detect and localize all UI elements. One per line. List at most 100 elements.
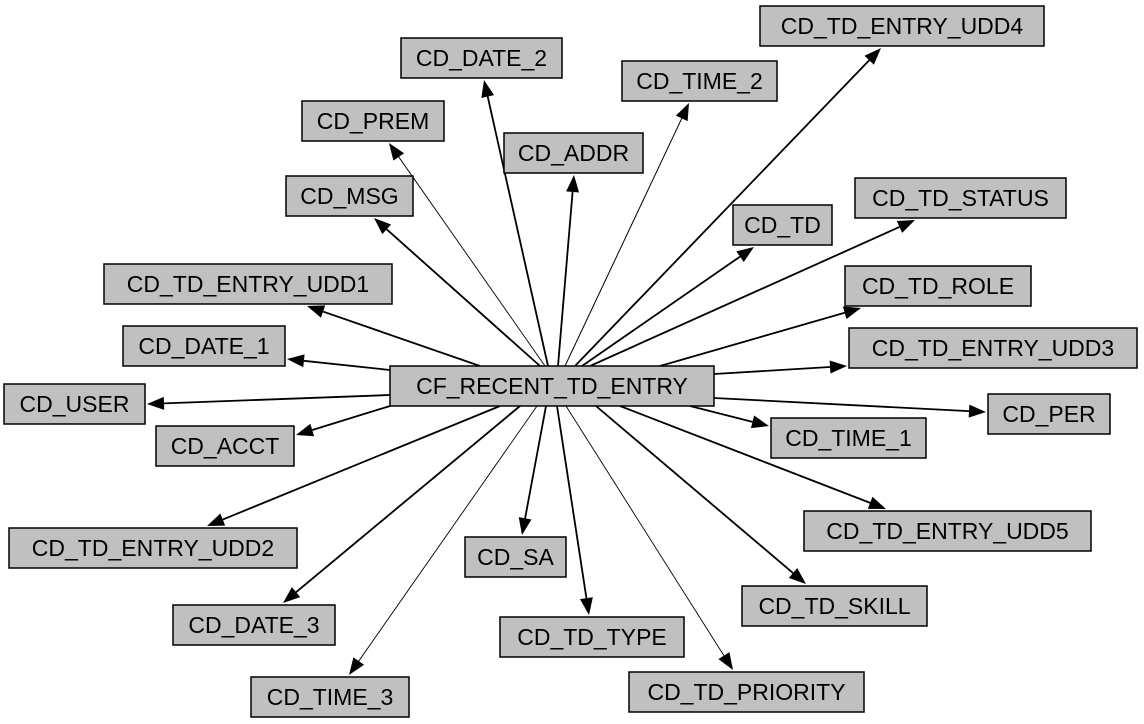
node-label-td-type: CD_TD_TYPE	[517, 624, 667, 650]
node-center[interactable]: CF_RECENT_TD_ENTRY	[389, 365, 715, 407]
node-box-per	[987, 393, 1111, 435]
edge-td-role	[659, 306, 861, 367]
edge-line-time-1	[689, 405, 753, 423]
edge-user	[147, 394, 391, 410]
edge-line-date-2	[486, 96, 549, 367]
arrowhead-td-skill	[788, 568, 806, 584]
edge-td-entry-udd1	[307, 305, 481, 367]
edge-line-date-3	[295, 405, 521, 593]
arrowhead-td-role	[842, 306, 861, 319]
node-box-td-priority	[628, 671, 865, 713]
node-box-td-entry-udd1	[103, 263, 393, 305]
node-td[interactable]: CD_TD	[732, 204, 833, 246]
edge-line-td-priority	[565, 405, 725, 656]
edge-line-time-2	[564, 118, 683, 367]
node-label-date-2: CD_DATE_2	[416, 45, 547, 71]
node-label-td: CD_TD	[744, 212, 821, 238]
edge-td-priority	[565, 405, 733, 670]
edge-date-1	[287, 354, 391, 371]
node-box-time-1	[770, 417, 927, 459]
node-box-msg	[285, 175, 414, 217]
edge-line-user	[163, 394, 391, 405]
node-acct[interactable]: CD_ACCT	[155, 425, 295, 467]
arrowhead-td-entry-udd4	[864, 48, 881, 65]
node-sa[interactable]: CD_SA	[464, 536, 567, 578]
arrowhead-time-2	[675, 103, 689, 122]
node-time-1[interactable]: CD_TIME_1	[770, 417, 927, 459]
edge-sa	[518, 405, 547, 535]
node-label-addr: CD_ADDR	[518, 140, 629, 166]
node-label-time-3: CD_TIME_3	[267, 684, 394, 710]
node-user[interactable]: CD_USER	[3, 383, 146, 425]
arrowhead-date-1	[287, 354, 305, 368]
arrowhead-user	[147, 396, 165, 410]
node-td-entry-udd5[interactable]: CD_TD_ENTRY_UDD5	[803, 510, 1092, 552]
node-box-sa	[464, 536, 567, 578]
edge-date-3	[283, 405, 521, 603]
edge-line-acct	[311, 405, 391, 431]
node-box-td-entry-udd3	[848, 327, 1138, 369]
node-label-sa: CD_SA	[477, 544, 554, 570]
node-box-td-skill	[741, 585, 928, 627]
arrowhead-td-status	[896, 220, 915, 233]
node-time-2[interactable]: CD_TIME_2	[621, 60, 778, 102]
node-box-td-entry-udd5	[803, 510, 1092, 552]
node-box-date-2	[400, 37, 563, 79]
arrowhead-td-entry-udd3	[829, 360, 847, 374]
node-prem[interactable]: CD_PREM	[301, 100, 445, 142]
edge-line-td-status	[589, 226, 900, 367]
node-addr[interactable]: CD_ADDR	[503, 132, 644, 174]
node-td-priority[interactable]: CD_TD_PRIORITY	[628, 671, 865, 713]
edge-line-td	[581, 255, 741, 367]
node-box-time-2	[621, 60, 778, 102]
edge-line-td-entry-udd3	[713, 366, 831, 375]
edge-time-1	[689, 405, 769, 429]
node-date-1[interactable]: CD_DATE_1	[122, 325, 286, 367]
arrowhead-date-3	[283, 587, 301, 603]
edge-line-td-entry-udd4	[574, 59, 870, 367]
arrowhead-msg	[374, 218, 392, 235]
arrowhead-td-priority	[718, 652, 733, 670]
edge-line-td-skill	[595, 405, 794, 574]
edge-td-status	[589, 220, 915, 367]
node-time-3[interactable]: CD_TIME_3	[250, 676, 410, 718]
node-box-acct	[155, 425, 295, 467]
edge-msg	[374, 218, 541, 367]
node-label-user: CD_USER	[20, 391, 130, 417]
arrowhead-sa	[518, 517, 532, 535]
node-msg[interactable]: CD_MSG	[285, 175, 414, 217]
node-date-3[interactable]: CD_DATE_3	[172, 604, 336, 646]
node-td-type[interactable]: CD_TD_TYPE	[499, 616, 685, 658]
node-label-time-2: CD_TIME_2	[636, 68, 763, 94]
node-td-entry-udd2[interactable]: CD_TD_ENTRY_UDD2	[8, 527, 298, 569]
arrowhead-acct	[296, 423, 315, 437]
edge-time-3	[349, 405, 538, 675]
node-label-td-entry-udd2: CD_TD_ENTRY_UDD2	[32, 535, 274, 561]
edge-acct	[296, 405, 391, 437]
node-label-prem: CD_PREM	[317, 108, 429, 134]
node-box-prem	[301, 100, 445, 142]
arrowhead-date-2	[481, 80, 495, 99]
edge-addr	[557, 175, 580, 367]
node-label-acct: CD_ACCT	[171, 433, 280, 459]
arrowhead-time-3	[349, 657, 365, 675]
node-td-skill[interactable]: CD_TD_SKILL	[741, 585, 928, 627]
node-td-status[interactable]: CD_TD_STATUS	[854, 177, 1067, 219]
arrowhead-td-entry-udd1	[307, 305, 326, 318]
node-box-td-type	[499, 616, 685, 658]
node-box-td-status	[854, 177, 1067, 219]
node-td-entry-udd3[interactable]: CD_TD_ENTRY_UDD3	[848, 327, 1138, 369]
node-box-center	[389, 365, 715, 407]
node-td-entry-udd1[interactable]: CD_TD_ENTRY_UDD1	[103, 263, 393, 305]
node-box-td-entry-udd2	[8, 527, 298, 569]
edge-date-2	[481, 80, 549, 367]
node-label-td-entry-udd5: CD_TD_ENTRY_UDD5	[826, 518, 1068, 544]
node-box-td-entry-udd4	[759, 5, 1045, 47]
arrowhead-addr	[566, 175, 580, 193]
node-per[interactable]: CD_PER	[987, 393, 1111, 435]
node-label-td-entry-udd3: CD_TD_ENTRY_UDD3	[872, 335, 1114, 361]
node-td-role[interactable]: CD_TD_ROLE	[844, 265, 1032, 307]
node-label-td-status: CD_TD_STATUS	[872, 185, 1049, 211]
node-date-2[interactable]: CD_DATE_2	[400, 37, 563, 79]
node-td-entry-udd4[interactable]: CD_TD_ENTRY_UDD4	[759, 5, 1045, 47]
